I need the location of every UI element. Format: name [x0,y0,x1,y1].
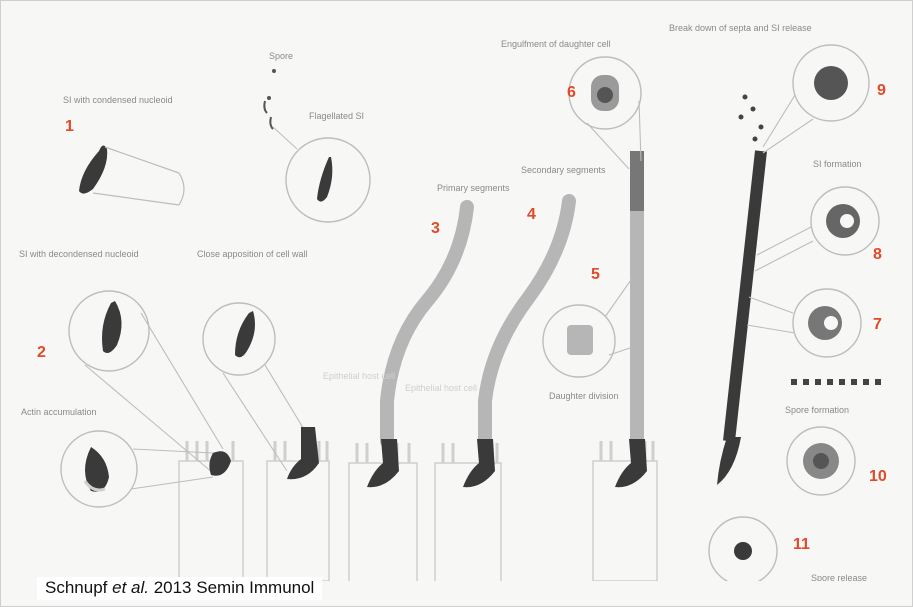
actin-zoom [61,431,213,507]
step-number-8: 8 [873,246,882,263]
label-secondary: Secondary segments [521,165,606,175]
step-number-7: 7 [873,316,882,333]
stage-1-si [79,145,184,205]
step-number-11: 11 [793,536,810,553]
step-number-2: 2 [37,344,46,361]
secondary-segments-filament [463,201,569,487]
label-host-cell-2: Epithelial host cell [405,383,477,393]
label-spore-formation: Spore formation [785,405,849,415]
sfb-life-cycle-diagram: Spore Flagellated SI SI with condensed n… [1,1,913,581]
epithelial-cell [179,461,243,581]
si-formation-filament [709,45,881,581]
microvilli [187,441,653,463]
spore-stage [264,69,370,222]
label-flagellated: Flagellated SI [309,111,364,121]
step-number-3: 3 [431,220,440,237]
citation-authors: Schnupf [45,578,112,597]
label-spore: Spore [269,51,293,61]
label-si-formation: SI formation [813,159,862,169]
step-number-5: 5 [591,266,600,283]
spore-dot [267,96,271,100]
label-enlargement: Engulfment of daughter cell [501,39,611,49]
label-primary: Primary segments [437,183,510,193]
step-number-6: 6 [567,84,576,101]
step-number-4: 4 [527,206,536,223]
step-number-9: 9 [877,82,886,99]
label-host-cell-1: Epithelial host cell [323,371,395,381]
stage-2-si [69,291,223,473]
spore-formation-dots [791,379,881,385]
label-spore-release: Spore release [811,573,867,581]
label-actin: Actin accumulation [21,407,97,417]
label-daughter: Daughter division [549,391,619,401]
epithelial-cells [179,461,657,581]
label-sfb-condensed: SI with condensed nucleoid [63,95,173,105]
citation-et-al: et al. [112,578,149,597]
citation: Schnupf et al. 2013 Semin Immunol [37,577,322,600]
label-breakdown: Break down of septa and SI release [669,23,812,33]
epithelial-cell [267,461,329,581]
spore-dot [272,69,276,73]
step-number-1: 1 [65,118,74,135]
step-number-10: 10 [869,468,887,485]
citation-journal: 2013 Semin Immunol [149,578,314,597]
label-sfb-decondensed: SI with decondensed nucleoid [19,249,139,259]
attached-si [209,451,231,476]
label-close-apposition: Close apposition of cell wall [197,249,308,259]
